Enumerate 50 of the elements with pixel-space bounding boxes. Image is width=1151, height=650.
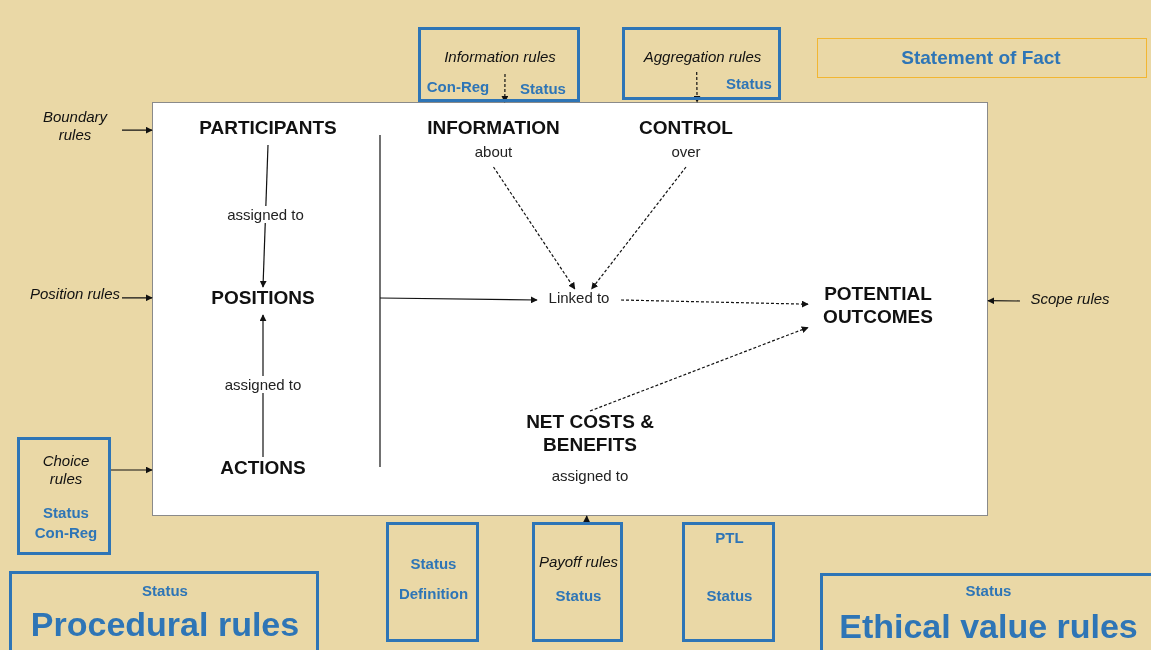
dashed-arrow: [591, 166, 687, 290]
rule-label: Payoff rules: [537, 553, 620, 571]
relation-label: Linked to: [547, 289, 611, 307]
dashed-arrow: [693, 71, 701, 103]
arrow: [259, 314, 267, 458]
arrow: [987, 297, 1021, 305]
rule-label: Aggregation rules: [642, 48, 763, 66]
concept-label: ACTIONS: [219, 457, 307, 480]
arrow: [379, 296, 538, 304]
tag-label: PTL: [714, 529, 745, 547]
rule-category-label: Procedural rules: [29, 604, 301, 645]
rule-label: Information rules: [443, 48, 557, 66]
concept-label: CONTROL: [638, 117, 734, 140]
dashed-arrow: [492, 166, 576, 290]
rule-label: Scope rules: [1029, 290, 1111, 308]
action-situation-panel: [152, 102, 988, 516]
rule-category-label: Ethical value rules: [838, 606, 1139, 647]
concept-label: POSITIONS: [210, 287, 316, 310]
arrow: [110, 466, 153, 474]
tag-label: Status: [42, 504, 90, 522]
tag-label: Definition: [397, 585, 470, 603]
statement-box: [817, 38, 1147, 78]
tag-label: Status: [725, 75, 773, 93]
arrow: [121, 294, 153, 302]
concept-label: NET COSTS & BENEFITS: [525, 411, 655, 457]
tag-label: Con-Reg: [33, 524, 99, 542]
tag-label: Status: [964, 582, 1013, 600]
rule-label: Choice rules: [41, 452, 91, 488]
concept-label: INFORMATION: [426, 117, 561, 140]
arrow: [583, 515, 591, 523]
rule-label: Position rules: [28, 285, 121, 303]
dashed-arrow: [620, 299, 809, 308]
tag-label: Status: [519, 80, 567, 98]
relation-label: assigned to: [550, 467, 630, 485]
statement-label: Statement of Fact: [900, 47, 1062, 70]
edge-label: assigned to: [222, 376, 304, 393]
arrow: [259, 144, 269, 288]
arrow: [121, 126, 153, 134]
tag-label: Status: [705, 587, 754, 605]
concept-label: PARTICIPANTS: [198, 117, 338, 140]
tag-label: Status: [141, 582, 189, 600]
edge-label: assigned to: [225, 206, 306, 223]
relation-label: about: [473, 143, 514, 161]
tag-label: Status: [554, 587, 603, 605]
tag-label: Status: [409, 555, 458, 573]
tag-label: Con-Reg: [425, 78, 491, 96]
concept-label: POTENTIAL OUTCOMES: [822, 283, 934, 329]
relation-label: over: [670, 143, 702, 161]
rule-label: Boundary rules: [41, 108, 109, 144]
dashed-arrow: [589, 326, 809, 412]
